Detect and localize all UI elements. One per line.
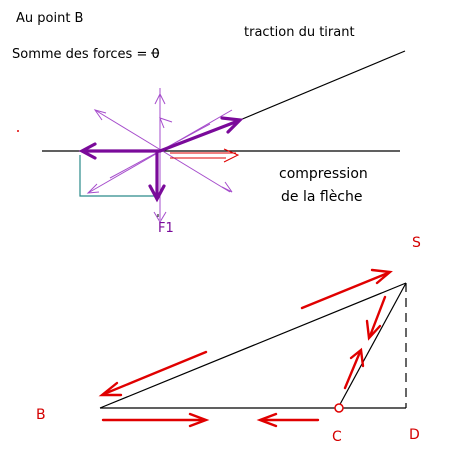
triangle-red-arrows — [98, 268, 393, 428]
sum-prefix-text: Somme des forces = — [12, 47, 152, 62]
traction-label: traction du tirant — [244, 25, 355, 40]
point-b-label: B — [36, 407, 46, 423]
triangle-side-bs — [99, 282, 407, 409]
sum-of-forces-label: Somme des forces = 0 — [12, 47, 160, 62]
compression-red-arrow — [170, 148, 240, 163]
triangle-side-cs — [337, 282, 407, 409]
construction-lines — [87, 88, 233, 220]
compression-label-line2: de la flèche — [281, 189, 363, 205]
point-s-label: S — [412, 235, 421, 251]
vector-arrow-icon — [151, 48, 160, 57]
point-c-marker — [334, 403, 344, 413]
title-label: Au point B — [16, 11, 84, 26]
purple-force-vectors — [78, 116, 244, 203]
compression-label-line1: compression — [279, 166, 368, 182]
f1-label: F1 — [158, 221, 174, 236]
traction-force-vector — [158, 119, 240, 153]
force-triangle — [99, 282, 407, 409]
zero-text: 0 — [151, 47, 160, 62]
zero-vector: 0 — [151, 47, 160, 62]
tirant-line — [239, 50, 406, 121]
teal-construction-box — [79, 155, 156, 197]
construction-arrowheads — [86, 92, 233, 223]
point-c-label: C — [332, 429, 342, 445]
point-d-label: D — [409, 427, 420, 443]
